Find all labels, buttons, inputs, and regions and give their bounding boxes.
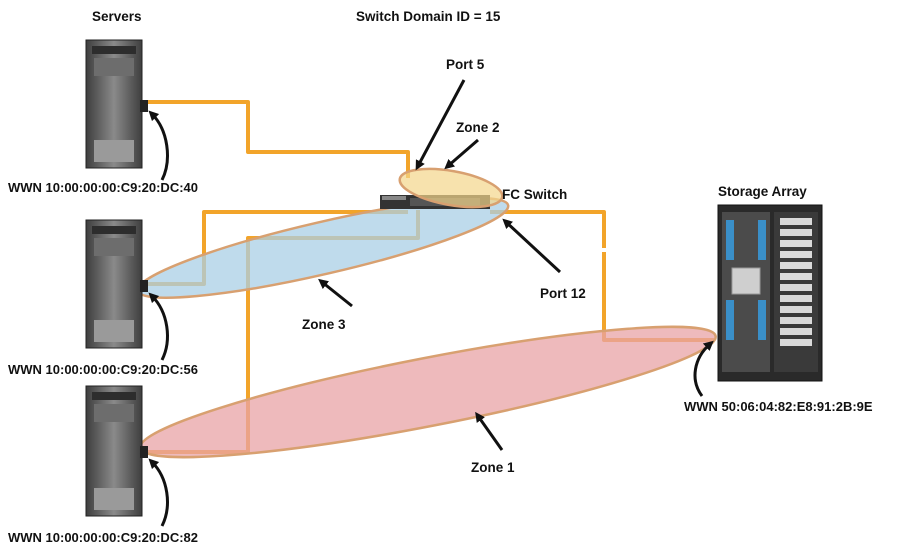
wwn-server3-label: WWN 10:00:00:00:C9:20:DC:82 (8, 530, 198, 545)
zone2-ellipse (398, 167, 504, 209)
fc-switch-label: FC Switch (502, 187, 568, 202)
diagram-title: Switch Domain ID = 15 (356, 9, 501, 24)
arrow-wwn-server1 (148, 110, 169, 181)
zone1-ellipse (139, 325, 717, 459)
zone3-label: Zone 3 (302, 317, 346, 332)
wwn-storage-label: WWN 50:06:04:82:E8:91:2B:9E (684, 399, 873, 414)
servers-label: Servers (92, 9, 142, 24)
arrow-wwn-server2 (148, 292, 169, 361)
arrow-wwn-server3 (148, 458, 169, 527)
port12-label: Port 12 (540, 286, 586, 301)
arrow-zone2 (444, 138, 479, 170)
cable-server1-switch (148, 100, 410, 178)
zone1-label: Zone 1 (471, 460, 515, 475)
cable-switch-storage (490, 210, 606, 248)
zone2-label: Zone 2 (456, 120, 500, 135)
arrow-port5 (415, 79, 466, 171)
storage-array-label: Storage Array (718, 184, 807, 199)
arrow-zone1 (475, 411, 504, 451)
arrow-zone3 (318, 278, 353, 308)
server-2 (85, 219, 148, 349)
arrows (148, 79, 714, 527)
wwn-server1-label: WWN 10:00:00:00:C9:20:DC:40 (8, 180, 198, 195)
arrow-wwn-storage (693, 340, 714, 397)
storage-array (717, 204, 823, 382)
server-3 (85, 385, 148, 517)
wwn-server2-label: WWN 10:00:00:00:C9:20:DC:56 (8, 362, 198, 377)
arrow-port12 (502, 218, 562, 274)
server-1 (85, 39, 148, 169)
port5-label: Port 5 (446, 57, 485, 72)
